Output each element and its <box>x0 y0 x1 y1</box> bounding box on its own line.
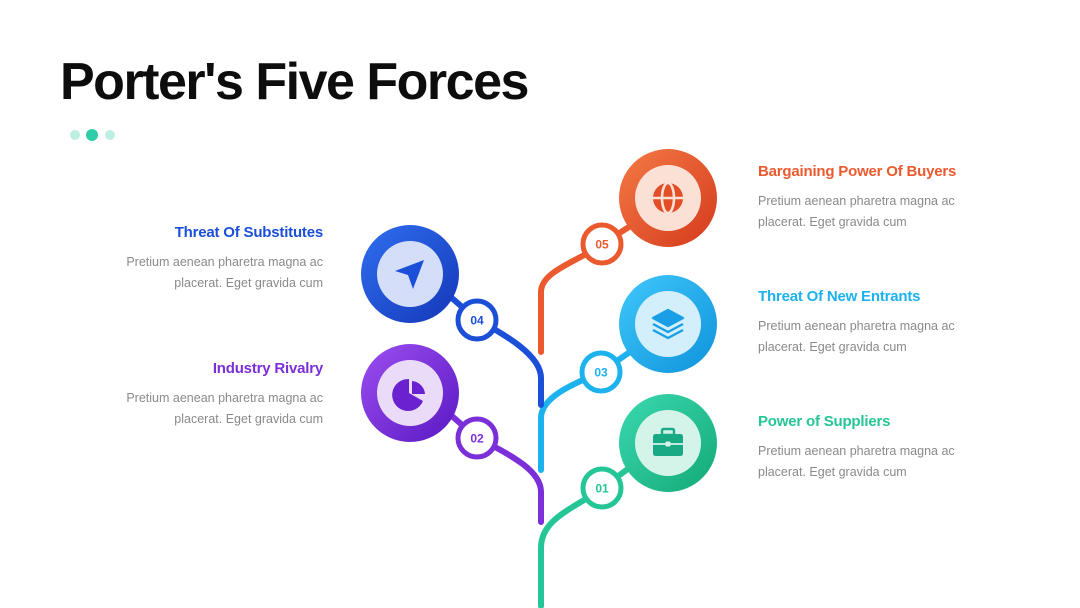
dot-1 <box>70 130 80 140</box>
number-node-04: 04 <box>455 298 499 342</box>
number-label-03: 03 <box>594 366 608 380</box>
force-description: Pretium aenean pharetra magna ac placera… <box>126 255 323 290</box>
number-node-05: 05 <box>580 222 624 266</box>
number-node-02: 02 <box>455 416 499 460</box>
force-heading: Industry Rivalry <box>212 360 323 377</box>
force-heading: Power of Suppliers <box>758 413 891 430</box>
number-node-03: 03 <box>579 350 623 394</box>
force-description: Pretium aenean pharetra magna ac placera… <box>758 194 955 229</box>
navigation-arrow-icon <box>395 260 424 289</box>
number-label-02: 02 <box>470 432 484 446</box>
briefcase-icon <box>653 427 683 456</box>
force-description: Pretium aenean pharetra magna ac placera… <box>126 391 323 426</box>
force-description: Pretium aenean pharetra magna ac placera… <box>758 444 955 479</box>
force-threat-of-substitutes: Threat Of Substitutes Pretium aenean pha… <box>103 224 323 294</box>
page-title: Porter's Five Forces <box>60 53 529 111</box>
number-label-05: 05 <box>595 238 609 252</box>
number-label-04: 04 <box>470 314 484 328</box>
force-threat-of-new-entrants: Threat Of New Entrants Pretium aenean ph… <box>758 288 978 358</box>
force-circle-03 <box>619 275 717 373</box>
force-heading: Threat Of Substitutes <box>174 224 324 241</box>
number-node-01: 01 <box>580 466 624 510</box>
force-circle-02 <box>361 344 459 442</box>
force-power-of-suppliers: Power of Suppliers Pretium aenean pharet… <box>758 413 978 483</box>
force-bargaining-power-of-buyers: Bargaining Power Of Buyers Pretium aenea… <box>758 163 978 233</box>
pie-chart-icon <box>392 378 425 411</box>
branch-01 <box>538 487 603 608</box>
globe-icon <box>653 181 683 215</box>
dot-2-active <box>86 129 98 141</box>
force-heading: Threat Of New Entrants <box>758 288 921 305</box>
force-circle-04 <box>361 225 459 323</box>
force-circle-01 <box>619 394 717 492</box>
number-label-01: 01 <box>595 482 609 496</box>
force-description: Pretium aenean pharetra magna ac placera… <box>758 319 955 354</box>
force-heading: Bargaining Power Of Buyers <box>758 163 957 180</box>
force-industry-rivalry: Industry Rivalry Pretium aenean pharetra… <box>103 360 323 430</box>
layers-icon <box>651 308 685 340</box>
tree-branches <box>475 242 605 608</box>
dot-3 <box>105 130 115 140</box>
force-circle-05 <box>619 149 717 247</box>
